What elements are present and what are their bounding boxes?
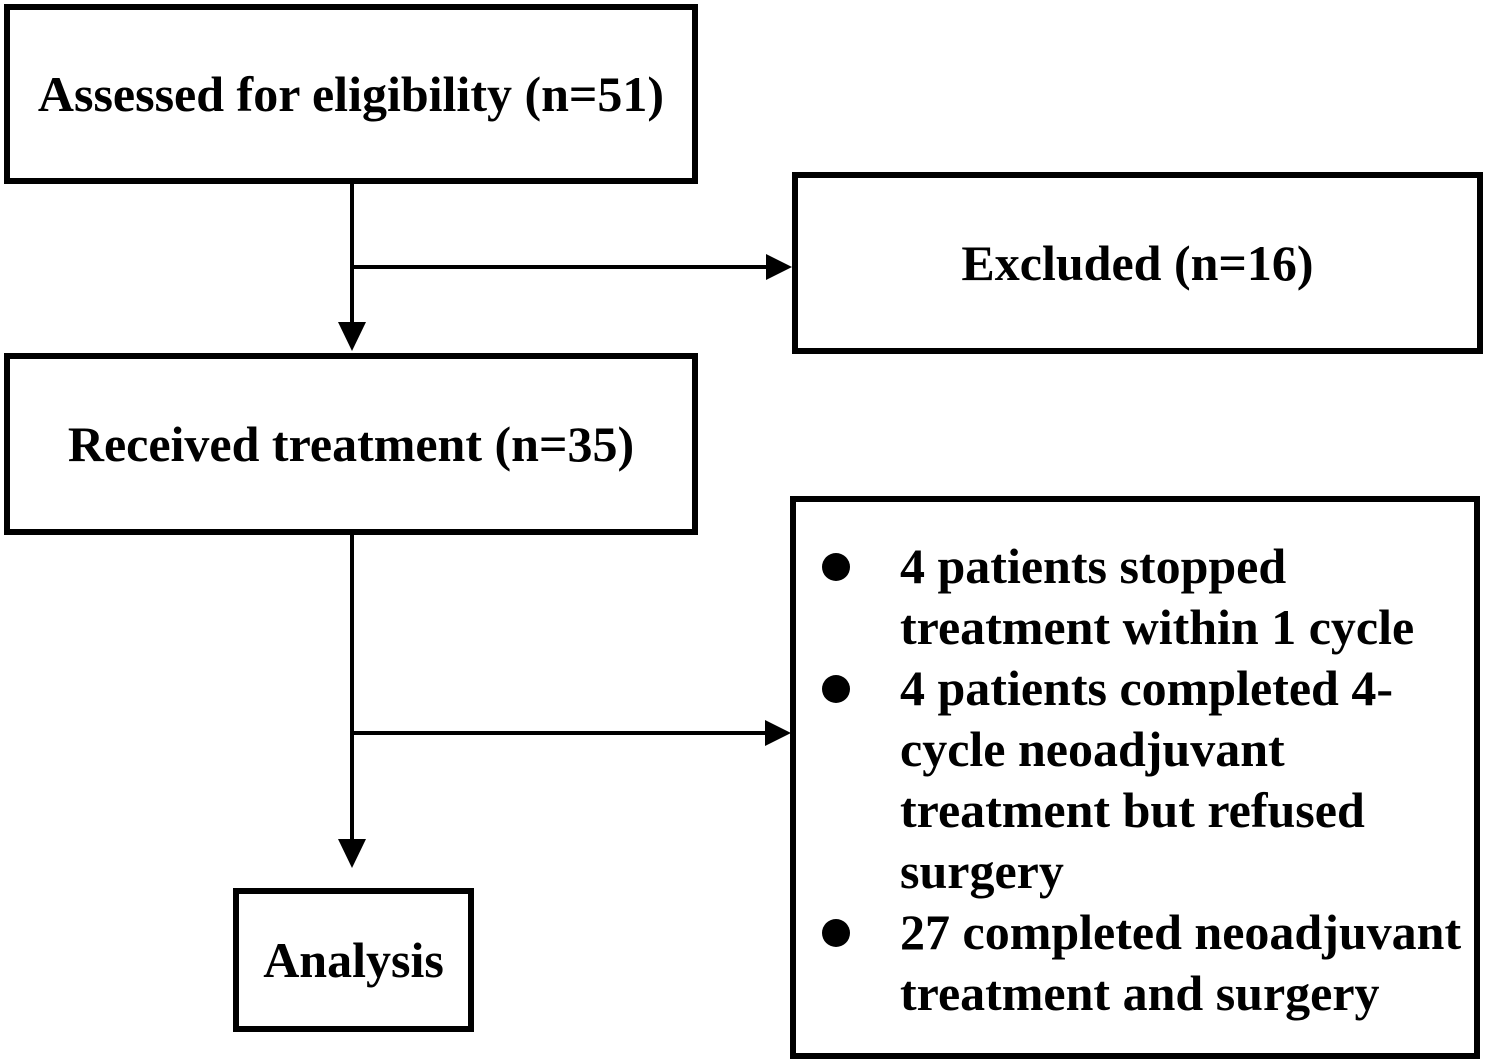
arrowhead-right-icon [766,254,792,280]
excluded-label: Excluded (n=16) [961,234,1314,291]
list-item-text: 4 patients stopped treatment within 1 cy… [900,538,1415,655]
bullet-icon [822,919,850,947]
list-item-text: 27 completed neoadjuvant treatment and s… [900,904,1462,1021]
analysis-label: Analysis [263,931,444,988]
connector-assessed-to-received-line [350,183,354,323]
exclusion-details-box: 4 patients stopped treatment within 1 cy… [790,496,1480,1059]
list-item: 27 completed neoadjuvant treatment and s… [796,902,1475,1024]
list-item: 4 patients stopped treatment within 1 cy… [796,536,1475,658]
connector-to-excluded-line [352,265,768,269]
connector-received-to-analysis-line [350,535,354,840]
analysis-box: Analysis [233,888,474,1032]
assessed-eligibility-box: Assessed for eligibility (n=51) [4,4,698,184]
bullet-icon [822,553,850,581]
arrowhead-down-icon [338,839,366,868]
assessed-eligibility-label: Assessed for eligibility (n=51) [37,65,665,122]
received-treatment-box: Received treatment (n=35) [4,353,698,535]
list-item-text: 4 patients completed 4-cycle neoadjuvant… [900,660,1393,899]
bullet-icon [822,675,850,703]
arrowhead-right-icon [765,720,791,746]
received-treatment-label: Received treatment (n=35) [67,415,635,472]
connector-to-details-line [352,731,767,735]
arrowhead-down-icon [338,322,366,351]
exclusion-details-list: 4 patients stopped treatment within 1 cy… [796,502,1474,1024]
list-item: 4 patients completed 4-cycle neoadjuvant… [796,658,1475,902]
excluded-box: Excluded (n=16) [792,172,1483,354]
